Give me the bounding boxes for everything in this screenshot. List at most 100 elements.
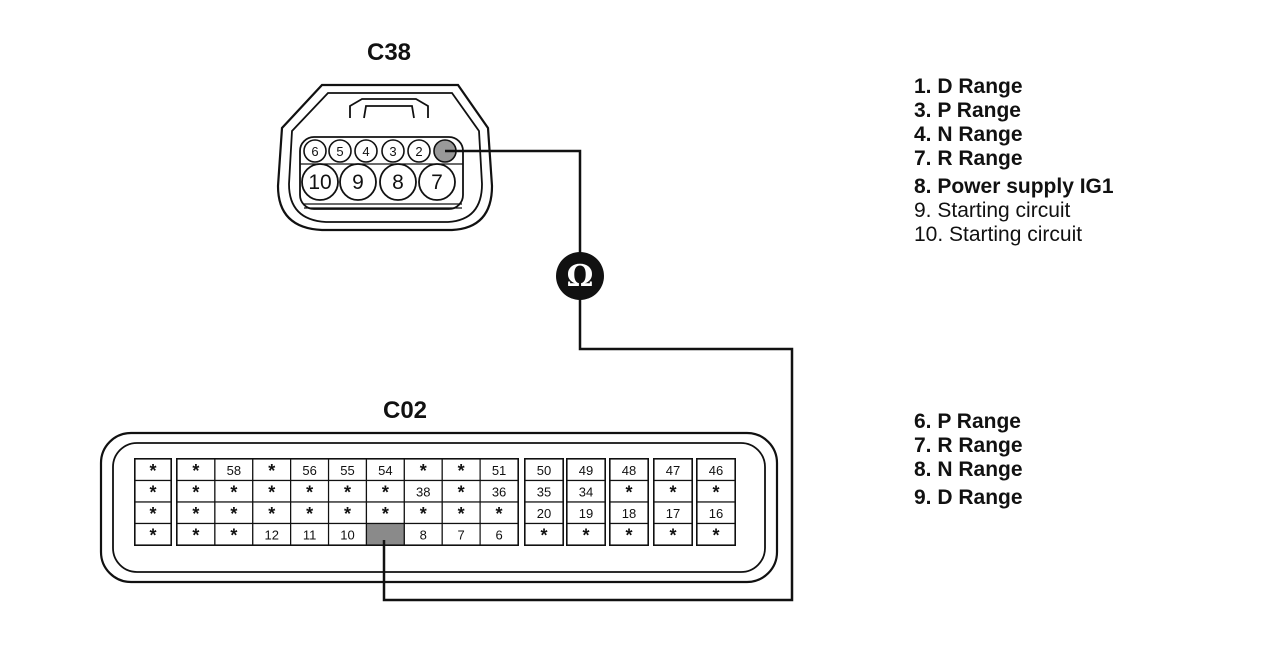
- legend-item: 9. D Range: [914, 486, 1023, 509]
- c38-pin-6: [303, 139, 327, 163]
- c38-pin-7: [418, 163, 456, 201]
- c02-pin-cell: [609, 522, 649, 546]
- legend-item: 10. Starting circuit: [914, 223, 1083, 246]
- c02-pin-label: *: [192, 504, 199, 524]
- c38-pin-label: 4: [362, 144, 369, 159]
- c38-pin-3: [381, 139, 405, 163]
- c02-pin-label: 56: [302, 463, 316, 478]
- c38-pin-5: [328, 139, 352, 163]
- c02-pin-label: *: [382, 482, 389, 502]
- c02-pin-cell: [524, 522, 564, 546]
- ohmmeter-icon: Ω: [556, 252, 604, 300]
- c02-pin-label: *: [149, 461, 156, 481]
- c38-connector-label: C38: [367, 39, 411, 66]
- c38-pin-label: 3: [389, 144, 396, 159]
- c02-pin-label: *: [149, 482, 156, 502]
- c38-pin-2: [407, 139, 431, 163]
- c38-pin-label: 10: [308, 171, 331, 194]
- c02-pin-9-probed: [365, 522, 405, 546]
- c02-pin-label: *: [268, 482, 275, 502]
- c02-pin-label: *: [230, 504, 237, 524]
- c02-pin-label: *: [268, 461, 275, 481]
- c02-pin-label: *: [344, 482, 351, 502]
- c38-connector: 6 5 4 3 2 10 9 8 7: [276, 83, 494, 232]
- c02-pin-label: *: [306, 504, 313, 524]
- c02-pin-label: *: [669, 482, 676, 502]
- test-lead-wires: [382, 149, 794, 602]
- c02-pin-label: *: [344, 504, 351, 524]
- c02-pin-label: 55: [340, 463, 354, 478]
- c02-pin-label: 8: [420, 527, 427, 542]
- c02-pin-cell: [134, 522, 172, 546]
- c02-pin-label: *: [712, 482, 719, 502]
- c02-pin-label: *: [268, 504, 275, 524]
- legend-item: 9. Starting circuit: [914, 199, 1071, 222]
- c02-pin-label: 36: [492, 484, 506, 499]
- c02-pin-label: 50: [537, 463, 551, 478]
- c38-latch: [349, 98, 429, 118]
- c02-pin-label: 49: [579, 463, 593, 478]
- c02-pin-label: *: [230, 525, 237, 545]
- c02-pin-label: *: [582, 525, 589, 545]
- c02-pin-label: *: [669, 525, 676, 545]
- c02-pin-label: 20: [537, 506, 551, 521]
- c02-connector-label: C02: [383, 397, 427, 424]
- c02-pin-label: 10: [340, 527, 354, 542]
- c02-pin-label: *: [149, 525, 156, 545]
- c38-pin-10: [301, 163, 339, 201]
- c02-pin-label: *: [149, 504, 156, 524]
- c02-pin-label: *: [458, 504, 465, 524]
- c02-pin-label: *: [625, 482, 632, 502]
- ohm-symbol: Ω: [567, 259, 594, 294]
- c02-pin-label: *: [625, 525, 632, 545]
- c02-pin-label: *: [540, 525, 547, 545]
- c02-pin-label: *: [192, 525, 199, 545]
- c02-pin-label: 18: [622, 506, 636, 521]
- c02-pin-label: *: [496, 504, 503, 524]
- c02-pin-cell: [696, 522, 736, 546]
- c02-pin-label: 34: [579, 484, 593, 499]
- c38-pin-8: [379, 163, 417, 201]
- c38-pin-4: [354, 139, 378, 163]
- c38-pin-label: 5: [336, 144, 343, 159]
- c02-pin-label: 48: [622, 463, 636, 478]
- c02-pin-label: *: [458, 482, 465, 502]
- c02-pin-label: *: [382, 504, 389, 524]
- legend-item: 8. Power supply IG1: [914, 175, 1114, 198]
- c02-pin-label: 17: [666, 506, 680, 521]
- c02-pin-label: 54: [378, 463, 392, 478]
- c02-pin-label: 47: [666, 463, 680, 478]
- c02-pin-label: 19: [579, 506, 593, 521]
- c02-pin-cell: [566, 522, 606, 546]
- legend-item: 7. R Range: [914, 434, 1023, 457]
- legend-item: 1. D Range: [914, 75, 1023, 98]
- c02-pin-label: 6: [495, 527, 502, 542]
- c02-pin-cell: [653, 522, 693, 546]
- c02-pin-label: *: [306, 482, 313, 502]
- c02-pin-label: 16: [709, 506, 723, 521]
- c02-pin-label: 7: [458, 527, 465, 542]
- c02-pin-cell: [479, 522, 519, 546]
- c02-pin-label: *: [192, 461, 199, 481]
- c02-pin-label: 51: [492, 463, 506, 478]
- c38-pin-9: [339, 163, 377, 201]
- c38-pin-label: 6: [311, 144, 318, 159]
- c02-pin-label: *: [420, 504, 427, 524]
- c02-pin-label: 35: [537, 484, 551, 499]
- c02-pin-label: *: [420, 461, 427, 481]
- c38-pin-label: 7: [431, 171, 443, 194]
- c02-pin-label: *: [192, 482, 199, 502]
- c02-pin-label: 12: [264, 527, 278, 542]
- c38-pin-label: 9: [352, 171, 364, 194]
- legend-item: 3. P Range: [914, 99, 1021, 122]
- c02-pin-label: 38: [416, 484, 430, 499]
- c02-pin-label: 11: [303, 527, 317, 542]
- c02-pin-label: 46: [709, 463, 723, 478]
- c02-pin-label: *: [230, 482, 237, 502]
- c02-pin-label: *: [712, 525, 719, 545]
